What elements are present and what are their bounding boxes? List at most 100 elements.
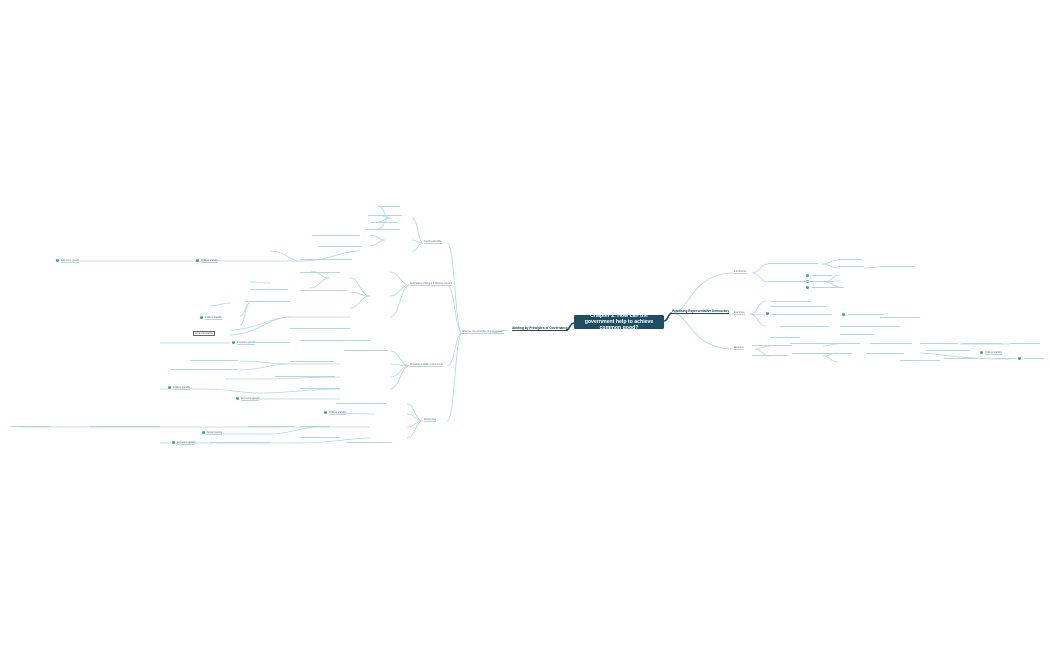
check-icon: ✓	[1018, 357, 1021, 360]
connector-right-elections	[671, 312, 735, 350]
leaf-node[interactable]	[370, 221, 398, 223]
branch-right[interactable]: Practising Representative Democracy	[672, 309, 730, 314]
leaf-node[interactable]	[190, 359, 238, 361]
leaf-node[interactable]	[290, 327, 350, 329]
leaf-node[interactable]	[250, 288, 288, 290]
topic-meritocracy[interactable]: Meritocracy	[424, 418, 437, 422]
leaf-node[interactable]	[780, 325, 830, 327]
detail-political-stability[interactable]: Political stability	[205, 316, 222, 320]
leaf-node[interactable]	[210, 441, 270, 443]
leaf-node[interactable]	[752, 344, 792, 346]
leaf-node[interactable]	[770, 300, 810, 302]
connector-central-to-left-branch	[565, 322, 575, 331]
leaf-node[interactable]	[752, 354, 788, 356]
leaf-node[interactable]	[996, 357, 1016, 359]
topic-principles-of-governance[interactable]: What are the principles of governance?	[462, 330, 504, 334]
leaf-node[interactable]	[944, 357, 978, 359]
leaf-node[interactable]	[812, 280, 832, 282]
check-icon: ✓	[766, 312, 769, 315]
topic-examples[interactable]: Examples	[734, 311, 745, 315]
detail-economic-growth[interactable]: Economic growth	[241, 397, 260, 401]
leaf-node[interactable]	[770, 336, 800, 338]
detail-political-stability[interactable]: Political stability	[173, 386, 190, 390]
branch-label: Abiding by Principles of Governance	[512, 326, 568, 330]
leaf-node[interactable]	[1010, 342, 1040, 344]
topic-introduction[interactable]: Introduction	[734, 270, 747, 274]
leaf-node[interactable]	[812, 286, 844, 288]
detail-economic-growth[interactable]: Economic growth	[237, 341, 256, 345]
leaf-node[interactable]	[772, 313, 832, 315]
branch-label: Practising Representative Democracy	[672, 309, 730, 313]
check-icon: ✓	[200, 316, 203, 319]
topic-elections[interactable]: Elections	[734, 346, 744, 350]
leaf-node[interactable]	[250, 341, 290, 343]
leaf-node[interactable]	[346, 441, 392, 443]
leaf-node[interactable]	[768, 280, 820, 282]
check-icon: ✓	[232, 341, 235, 344]
topic-good-leadership[interactable]: Good leadership	[424, 240, 442, 244]
leaf-node[interactable]	[300, 425, 330, 427]
leaf-node[interactable]	[336, 402, 386, 404]
leaf-node[interactable]	[300, 387, 340, 389]
check-icon: ✓	[806, 286, 809, 289]
leaf-node[interactable]	[880, 316, 920, 318]
leaf-node[interactable]	[312, 234, 360, 236]
leaf-node[interactable]	[926, 349, 970, 351]
leaf-node[interactable]	[378, 205, 400, 207]
leaf-node[interactable]	[792, 352, 852, 354]
leaf-node[interactable]	[768, 262, 818, 264]
leaf-node[interactable]	[300, 258, 352, 260]
leaf-node[interactable]	[366, 228, 400, 230]
detail-political-stability[interactable]: Political stability	[985, 351, 1002, 355]
leaf-node[interactable]	[900, 359, 940, 361]
leaf-node[interactable]	[170, 368, 238, 370]
leaf-node[interactable]	[300, 271, 340, 273]
leaf-node[interactable]	[838, 258, 862, 260]
leaf-node[interactable]	[870, 342, 912, 344]
leaf-node[interactable]	[1024, 357, 1044, 359]
leaf-node[interactable]	[248, 425, 294, 427]
connector-right-introduction	[671, 272, 735, 314]
leaf-node[interactable]	[840, 325, 900, 327]
central-topic[interactable]: Chapter 2: How can the government help t…	[574, 313, 664, 331]
leaf-node[interactable]	[840, 333, 874, 335]
leaf-node[interactable]	[812, 274, 832, 276]
leaf-node[interactable]	[790, 342, 860, 344]
leaf-node[interactable]	[300, 339, 370, 341]
leaf-node[interactable]	[848, 313, 884, 315]
topic-stable-environment[interactable]: Providing a stable environment	[410, 363, 443, 367]
leaf-node[interactable]	[866, 352, 904, 354]
detail-social-stability[interactable]: Social stability	[207, 431, 223, 435]
leaf-node[interactable]	[90, 425, 160, 427]
leaf-node[interactable]	[838, 265, 864, 267]
leaf-node[interactable]	[290, 360, 334, 362]
check-icon: ✓	[196, 259, 199, 262]
check-icon: ✓	[324, 411, 327, 414]
check-icon: ✓	[236, 397, 239, 400]
detail-financial-stability-box[interactable]: Financial stability	[193, 331, 216, 336]
leaf-node[interactable]	[770, 305, 826, 307]
topic-anticipating-changes[interactable]: Anticipating changes & Staying relevant	[410, 282, 453, 286]
leaf-node[interactable]	[318, 245, 362, 247]
check-icon: ✓	[56, 259, 59, 262]
leaf-node[interactable]	[880, 265, 914, 267]
leaf-node[interactable]	[344, 349, 388, 351]
detail-political-stability[interactable]: Political stability	[201, 259, 218, 263]
leaf-node[interactable]	[300, 436, 340, 438]
detail-economic-growth[interactable]: Economic growth	[177, 441, 196, 445]
leaf-node[interactable]	[962, 342, 1002, 344]
leaf-node[interactable]	[10, 425, 50, 427]
detail-economic-growth[interactable]: Economic growth	[61, 259, 80, 263]
connector-central-to-right-branch	[663, 312, 673, 322]
leaf-node[interactable]	[300, 289, 346, 291]
check-icon: ✓	[168, 386, 171, 389]
leaf-node[interactable]	[920, 342, 958, 344]
check-icon: ✓	[842, 313, 845, 316]
leaf-node[interactable]	[368, 214, 402, 216]
branch-left[interactable]: Abiding by Principles of Governance	[512, 326, 568, 331]
detail-political-stability[interactable]: Political stability	[329, 411, 346, 415]
leaf-node[interactable]	[275, 375, 335, 377]
leaf-node[interactable]	[246, 300, 290, 302]
